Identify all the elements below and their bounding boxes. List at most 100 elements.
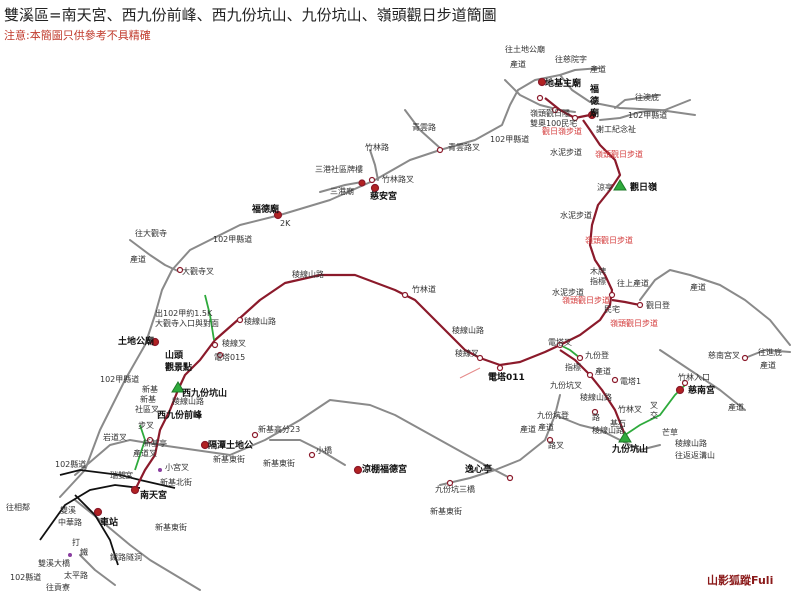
label-wang-fan: 往返返溝山 xyxy=(675,450,715,460)
label-dagu-rukou: 大觀寺入口與對面 xyxy=(155,318,219,328)
label-tiedao-suidao: 鐵路隧洞 xyxy=(110,552,142,562)
label-road-102-a: 102甲縣道 xyxy=(628,110,667,120)
main-trail xyxy=(134,97,641,491)
node-gaofen23 xyxy=(251,431,259,439)
label-wang-cishayuan: 往慈院字 xyxy=(555,54,587,64)
label-lengxian-cha-b: 稜線叉 xyxy=(455,348,479,358)
trail-nantian-to-xijiufen xyxy=(134,273,501,491)
label-shuini-bu-2: 水泥步道 xyxy=(560,210,592,220)
label-yixin-ting: 逸心亭 xyxy=(465,463,492,475)
railway xyxy=(39,469,176,566)
map-credit: 山影狐蹤Fuli xyxy=(707,574,774,587)
road-chandao-east xyxy=(554,414,661,451)
label-zhulin-cha-b: 竹林叉 xyxy=(618,404,642,414)
label-lengxian-lu-d: 稜線山路 xyxy=(172,396,204,406)
label-fude-miao: 福德廟 xyxy=(251,203,279,215)
label-zhulin-chadao: 產道 xyxy=(520,424,536,434)
label-liangting: 涼亭 xyxy=(597,182,613,192)
node-jiufen-kengsanqiao xyxy=(446,479,454,487)
label-shuini-bu-1: 水泥步道 xyxy=(550,147,582,157)
label-chadao-a: 產道 xyxy=(538,422,554,432)
label-diantai-1: 電塔1 xyxy=(620,376,641,386)
node-lu-cha xyxy=(546,436,554,444)
label-jiufen-deng: 九份登 xyxy=(585,350,609,360)
road-xinji xyxy=(74,399,511,479)
label-lingtou-bu-1: 嶺頭觀日步道 xyxy=(595,149,643,159)
label-geliao-tudigong: 隔潭土地公 xyxy=(208,439,253,451)
liangshan-fude-marker xyxy=(353,465,363,475)
label-chu-102: 出102甲約1.5K xyxy=(155,308,213,318)
label-chandao-5: 產道 xyxy=(595,366,611,376)
label-xiaoqiao: 小橋 xyxy=(316,445,332,455)
road-jindi xyxy=(744,349,791,359)
label-lengxian-cha-a: 稜線叉 xyxy=(222,338,246,348)
label-taiping-lu: 太平路 xyxy=(64,570,88,580)
road-aodi xyxy=(614,94,661,109)
label-xin-ji-dongjie-b: 新基東街 xyxy=(263,458,295,468)
guanri-ling-summit xyxy=(613,179,627,191)
label-cinan-gong-cha: 慈南宮叉 xyxy=(708,350,740,360)
railway-river xyxy=(59,469,176,489)
poi-markers xyxy=(93,77,685,517)
label-liangshan-fude: 涼棚福德宮 xyxy=(362,463,407,475)
label-chezhan: 車站 xyxy=(100,516,118,528)
label-xin-ji-gaofen23: 新基高分23 xyxy=(258,424,300,434)
xijiufen-kengshan-summit xyxy=(171,381,185,393)
road-sangang xyxy=(319,181,363,193)
map-labels: 往土地公廟 產道 地基主廟 往慈院字 產道 福 德 廟 往澳底 嶺頭觀日隱 雙奧… xyxy=(6,44,782,592)
node-lengxian-b xyxy=(586,371,594,379)
label-wang-dagu: 往大觀寺 xyxy=(135,228,167,238)
label-zhulin-dao: 竹林道 xyxy=(412,284,436,294)
label-wang-aodi: 往澳底 xyxy=(635,92,659,102)
trail-nodes xyxy=(146,94,749,487)
label-zhulin-cha: 竹林路叉 xyxy=(382,174,414,184)
misc-markers xyxy=(68,468,162,557)
label-chandao-2: 產道 xyxy=(590,64,606,74)
label-chao: 芒草 xyxy=(662,427,678,437)
label-qingyun-cha: 青雲路叉 xyxy=(448,142,480,152)
road-fude-loop xyxy=(504,79,576,113)
label-road-102-b: 102甲縣道 xyxy=(490,134,529,144)
node-zhulin-dao xyxy=(401,291,409,299)
label-chandao-6: 產道 xyxy=(760,360,776,370)
label-lengxian-lu-g: 稜線山路 xyxy=(592,425,624,435)
label-zhibiao: 指標 xyxy=(565,362,581,372)
summit-markers xyxy=(171,179,632,443)
label-tang: 宮 xyxy=(125,470,133,480)
label-lingtou-guanri-yin: 嶺頭觀日隱 xyxy=(530,108,570,118)
node-zhulin-cha xyxy=(368,176,376,184)
geliao-tudigong-marker xyxy=(200,440,210,450)
road-cinan xyxy=(659,349,746,411)
label-qingyun-lu: 青雲路 xyxy=(412,122,436,132)
fude-marker xyxy=(587,110,597,120)
road-network xyxy=(59,67,791,591)
label-muxing-1: 木牌 xyxy=(590,266,606,276)
node-lengxian-cha xyxy=(211,341,219,349)
node-yixin-ting xyxy=(506,474,514,482)
label-lengxian-lu-b: 稜線山路 xyxy=(244,316,276,326)
alt-trail-jiufen-deng xyxy=(559,344,581,359)
label-shuangao-100: 雙奧100民宅 xyxy=(530,118,577,128)
label-road-102-d: 102甲縣道 xyxy=(100,374,139,384)
node-zhulin-rukou xyxy=(681,379,689,387)
label-zhulin-lu-a: 竹林路 xyxy=(365,142,389,152)
label-daguansi-cha: 大觀寺叉 xyxy=(182,266,214,276)
label-lu-cha: 路叉 xyxy=(548,440,564,450)
label-jiufen-kengcha: 九份坑叉 xyxy=(550,380,582,390)
label-lengxian-lu-e: 稜線山路 xyxy=(580,392,612,402)
road-qingyun xyxy=(404,109,441,149)
label-lengxian-lu-h: 稜線山路 xyxy=(675,438,707,448)
label-fude-3: 廟 xyxy=(590,107,599,119)
label-lengxian-lu-a: 稜線山路 xyxy=(292,269,324,279)
map-note: 注意:本簡圖只供參考不具精確 xyxy=(4,29,151,42)
dichi-zhumiao-marker xyxy=(537,77,547,87)
road-xinji-xiao xyxy=(269,439,346,466)
node-diantai011 xyxy=(496,364,504,372)
road-102a-main xyxy=(59,67,601,498)
label-xijiufen-kengshan: 西九份坑山 xyxy=(182,387,227,399)
alt-trail-nantian xyxy=(134,424,146,471)
road-guanrideng xyxy=(639,269,791,346)
label-lengxian-lu-c: 稜線山路 xyxy=(452,325,484,335)
node-muxing xyxy=(608,291,616,299)
